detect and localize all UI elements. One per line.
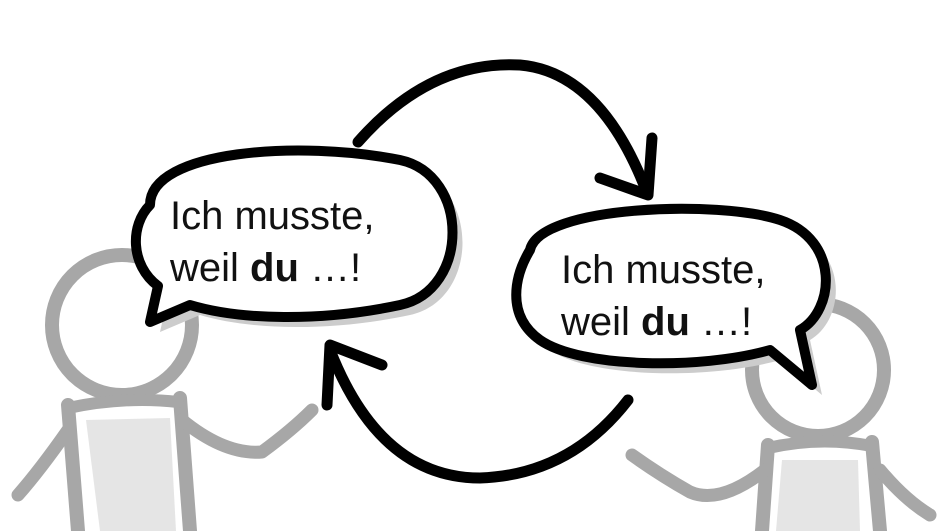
bubble-left-line1: Ich musste, <box>170 194 375 238</box>
speech-bubble-left <box>130 145 463 332</box>
bubble-left-line2: weil du …! <box>170 242 375 294</box>
bubble-left-text: Ich musste, weil du …! <box>170 190 375 294</box>
bubble-left-line2-start: weil <box>170 246 251 290</box>
bubble-left-emphasis: du <box>250 246 299 290</box>
bubble-right-text: Ich musste, weil du …! <box>561 244 766 348</box>
bubble-right-emphasis: du <box>641 300 690 344</box>
bubble-right-line1: Ich musste, <box>561 248 766 292</box>
bubble-right-line2-start: weil <box>561 300 642 344</box>
bubble-left-line2-end: …! <box>298 246 362 290</box>
cycle-arrow-bottom-icon <box>321 339 634 484</box>
cycle-arrow-top-icon <box>352 59 658 201</box>
bubble-right-line2-end: …! <box>689 300 753 344</box>
speech-bubble-right <box>511 203 836 395</box>
bubble-right-line2: weil du …! <box>561 296 766 348</box>
